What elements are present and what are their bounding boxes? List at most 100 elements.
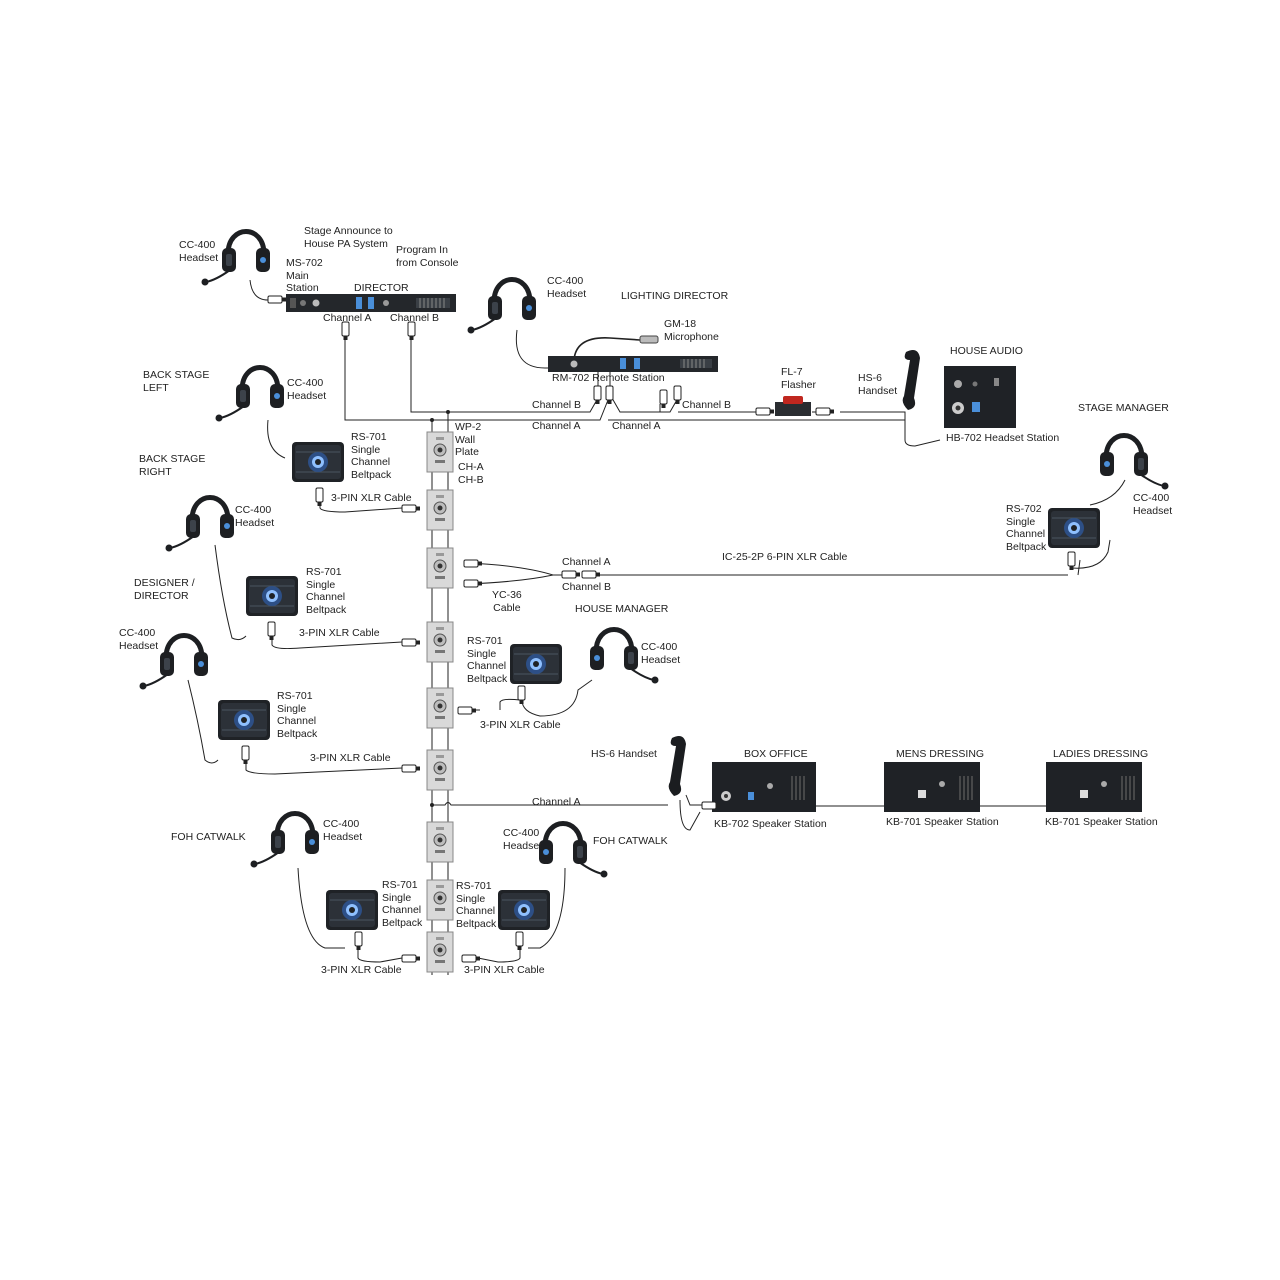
- xlr-connector-icon: [267, 621, 276, 641]
- label-hb702: HB-702 Headset Station: [946, 432, 1060, 444]
- beltpack-icon: [217, 699, 271, 741]
- label-mens-dressing: MENS DRESSING: [896, 748, 985, 760]
- xlr-connector-icon: [341, 321, 350, 341]
- label-director: DIRECTOR: [354, 282, 409, 294]
- label-rs701-bsl: RS-701 Single Channel Beltpack: [351, 431, 392, 481]
- label-rs701-foh1: RS-701 Single Channel Beltpack: [382, 879, 423, 929]
- label-kb701-ladies: KB-701 Speaker Station: [1045, 816, 1158, 828]
- label-foh-catwalk-left: FOH CATWALK: [171, 831, 246, 843]
- wall-plate-icon: [426, 547, 454, 589]
- xlr-connector-icon: [401, 764, 421, 773]
- beltpack-icon: [325, 889, 379, 931]
- wall-plate-icon: [426, 879, 454, 921]
- xlr-connector-icon: [593, 385, 602, 405]
- xlr-connector-icon: [457, 706, 477, 715]
- label-channel-a-run2: Channel A: [612, 420, 661, 432]
- label-rs701-bsr: RS-701 Single Channel Beltpack: [306, 566, 347, 616]
- label-house-audio: HOUSE AUDIO: [950, 345, 1023, 357]
- speaker-station-icon: [1046, 762, 1142, 812]
- label-cc400-designer: CC-400 Headset: [119, 627, 159, 652]
- label-xlr-hm: 3-PIN XLR Cable: [480, 719, 561, 731]
- label-xlr-foh2: 3-PIN XLR Cable: [464, 964, 545, 976]
- label-kb701-mens: KB-701 Speaker Station: [886, 816, 999, 828]
- xlr-connector-icon: [581, 570, 601, 579]
- label-channel-b-run2: Channel B: [682, 399, 732, 411]
- xlr-connector-icon: [515, 931, 524, 951]
- label-box-office: BOX OFFICE: [744, 748, 808, 760]
- xlr-connector-icon: [517, 685, 526, 705]
- label-cc400-bsl: CC-400 Headset: [287, 377, 327, 402]
- speaker-station-icon: [712, 762, 816, 812]
- headset-icon: [539, 824, 608, 878]
- headset-icon: [1100, 436, 1169, 490]
- label-hs6-house: HS-6 Handset: [858, 372, 898, 397]
- xlr-connector-icon: [267, 295, 287, 304]
- headset-icon: [468, 280, 537, 334]
- label-cha-chb: CH-A CH-B: [458, 461, 484, 486]
- xlr-connector-icon: [401, 954, 421, 963]
- label-foh-catwalk-right: FOH CATWALK: [593, 835, 668, 847]
- label-director-channel-a: Channel A: [323, 312, 372, 324]
- label-hs6-box: HS-6 Handset: [591, 748, 657, 760]
- headset-station-icon: [944, 366, 1016, 428]
- xlr-connector-icon: [1067, 551, 1076, 571]
- xlr-connector-icon: [561, 570, 581, 579]
- xlr-connector-icon: [673, 385, 682, 405]
- label-ms702: MS-702 Main Station: [286, 257, 323, 294]
- xlr-connector-icon: [354, 931, 363, 951]
- label-rs701-hm: RS-701 Single Channel Beltpack: [467, 635, 508, 685]
- beltpack-icon: [509, 643, 563, 685]
- handset-icon: [902, 350, 920, 410]
- label-program-in: Program In from Console: [396, 244, 459, 269]
- label-channel-b-run1: Channel B: [532, 399, 582, 411]
- rack-station-icon: [286, 294, 456, 312]
- microphone-icon: [639, 335, 659, 344]
- wall-plate-icon: [426, 931, 454, 973]
- label-rs701-foh2: RS-701 Single Channel Beltpack: [456, 880, 497, 930]
- flasher-icon: [775, 396, 811, 416]
- xlr-connector-icon: [315, 487, 324, 507]
- label-cc400-bsr: CC-400 Headset: [235, 504, 275, 529]
- headset-icon: [166, 498, 235, 552]
- rack-station-icon: [548, 356, 718, 372]
- xlr-connector-icon: [815, 407, 835, 416]
- label-back-stage-left: BACK STAGE LEFT: [143, 369, 210, 394]
- xlr-connector-icon: [241, 745, 250, 765]
- label-stage-manager: STAGE MANAGER: [1078, 402, 1169, 414]
- xlr-connector-icon: [401, 504, 421, 513]
- label-director-channel-b: Channel B: [390, 312, 440, 324]
- label-house-manager: HOUSE MANAGER: [575, 603, 669, 615]
- beltpack-icon: [497, 889, 551, 931]
- wall-plate-icon: [426, 621, 454, 663]
- xlr-connector-icon: [463, 579, 483, 588]
- label-cc400-director: CC-400 Headset: [179, 239, 219, 264]
- xlr-connector-icon: [461, 954, 481, 963]
- label-ic25: IC-25-2P 6-PIN XLR Cable: [722, 551, 848, 563]
- label-channel-a-box: Channel A: [532, 796, 581, 808]
- label-rs701-designer: RS-701 Single Channel Beltpack: [277, 690, 318, 740]
- label-gm18: GM-18 Microphone: [664, 318, 719, 343]
- xlr-connector-icon: [659, 389, 668, 409]
- label-lighting-director: LIGHTING DIRECTOR: [621, 290, 729, 302]
- label-cc400-sm: CC-400 Headset: [1133, 492, 1173, 517]
- label-fl7: FL-7 Flasher: [781, 366, 817, 391]
- speaker-station-icon: [884, 762, 980, 812]
- label-channel-a-y: Channel A: [562, 556, 611, 568]
- label-stage-announce: Stage Announce to House PA System: [304, 225, 393, 250]
- label-yc36: YC-36 Cable: [492, 589, 522, 614]
- wall-plate-icon: [426, 749, 454, 791]
- xlr-connector-icon: [755, 407, 775, 416]
- wall-plate-icon: [426, 687, 454, 729]
- label-wp2: WP-2 Wall Plate: [455, 421, 482, 458]
- handset-icon: [668, 736, 686, 796]
- headset-icon: [216, 368, 285, 422]
- label-ladies-dressing: LADIES DRESSING: [1053, 748, 1149, 760]
- beltpack-icon: [291, 441, 345, 483]
- label-rm702: RM-702 Remote Station: [552, 372, 665, 384]
- label-channel-b-y: Channel B: [562, 581, 612, 593]
- label-kb702: KB-702 Speaker Station: [714, 818, 827, 830]
- beltpack-icon: [1047, 507, 1101, 549]
- headset-icon: [251, 814, 320, 868]
- label-cc400-foh1: CC-400 Headset: [323, 818, 363, 843]
